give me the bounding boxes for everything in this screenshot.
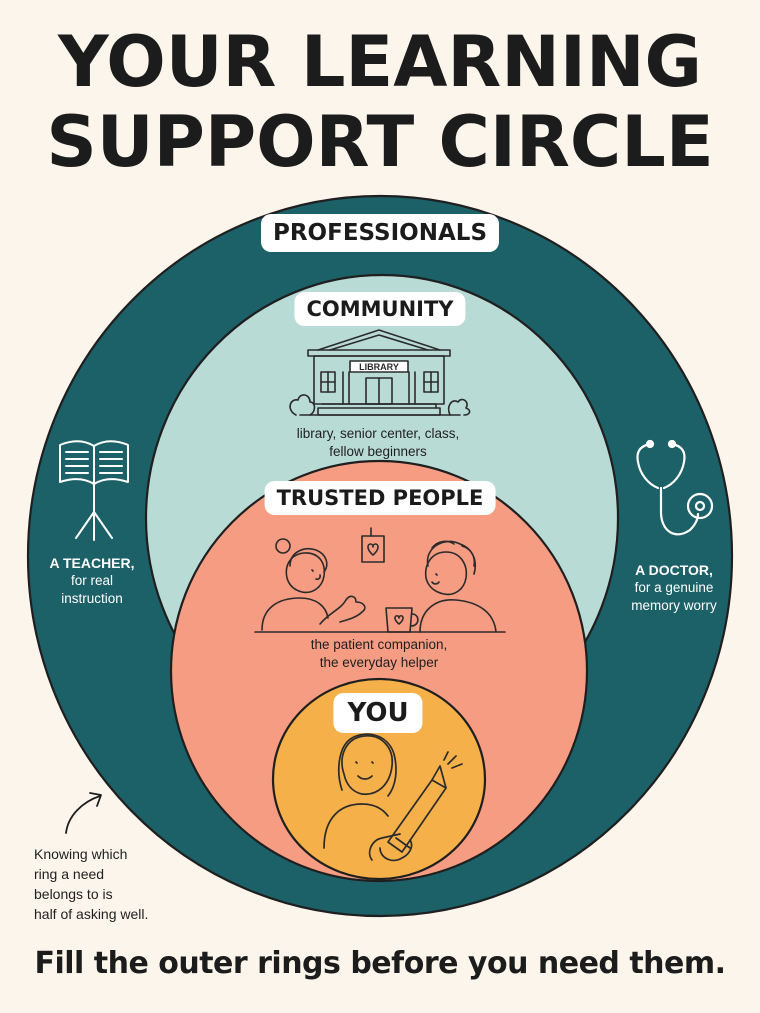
doctor-head: A DOCTOR, <box>635 562 713 578</box>
title-line-1: YOUR LEARNING <box>58 21 702 103</box>
doctor-line-1: for a genuine <box>634 580 714 595</box>
footer-tagline: Fill the outer rings before you need the… <box>34 946 726 981</box>
community-caption-line-1: library, senior center, class, <box>296 426 460 441</box>
label-trusted-people: TRUSTED PEOPLE <box>264 481 496 515</box>
note-line-2: ring a need <box>34 866 105 882</box>
teacher-head: A TEACHER, <box>49 555 135 571</box>
curved-arrow-icon <box>65 792 102 834</box>
page-title: YOUR LEARNING SUPPORT CIRCLE <box>0 22 760 182</box>
library-sign-text: LIBRARY <box>359 362 399 372</box>
title-line-2: SUPPORT CIRCLE <box>46 101 714 183</box>
side-note: Knowing which ring a need belongs to is … <box>34 844 148 924</box>
note-line-1: Knowing which <box>34 846 128 862</box>
library-building-icon <box>289 329 471 416</box>
community-caption-line-2: fellow beginners <box>329 444 427 459</box>
teacher-line-2: instruction <box>61 591 123 606</box>
person-holding-pencil-icon <box>323 733 463 862</box>
doctor-line-2: memory worry <box>631 598 717 613</box>
trusted-caption-line-2: the everyday helper <box>319 655 439 670</box>
note-line-3: belongs to is <box>34 886 113 902</box>
doctor-text: A DOCTOR, for a genuine memory worry <box>631 561 717 615</box>
community-caption: library, senior center, class, fellow be… <box>297 425 460 461</box>
stethoscope-icon <box>636 439 714 536</box>
label-you: YOU <box>333 693 423 733</box>
teacher-line-1: for real <box>70 573 114 588</box>
teacher-text: A TEACHER, for real instruction <box>49 554 134 608</box>
label-professionals: PROFESSIONALS <box>260 214 500 252</box>
trusted-people-caption: the patient companion, the everyday help… <box>311 636 448 672</box>
book-on-stand-icon <box>59 440 129 541</box>
two-people-talking-icon <box>254 527 506 633</box>
note-line-4: half of asking well. <box>34 906 149 922</box>
trusted-caption-line-1: the patient companion, <box>310 637 448 652</box>
label-community: COMMUNITY <box>294 292 466 326</box>
